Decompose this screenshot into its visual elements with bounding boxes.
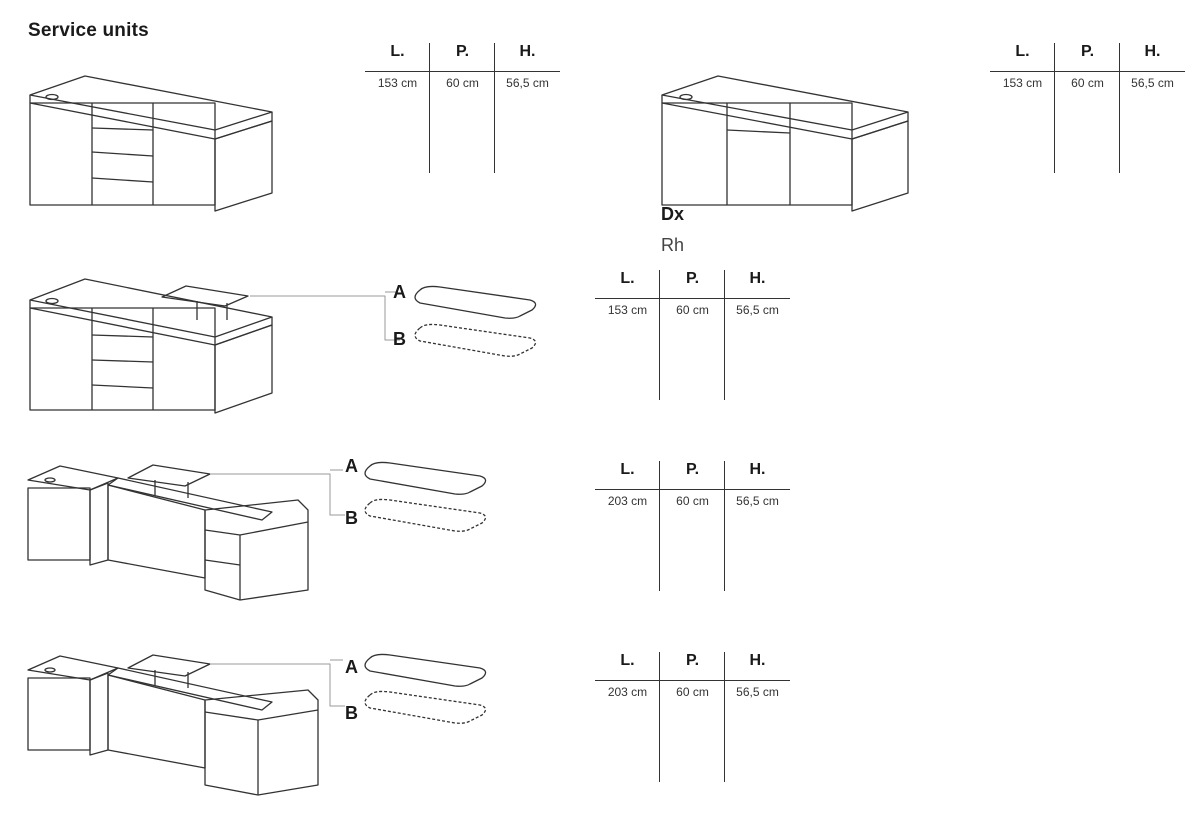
divider xyxy=(724,461,725,591)
height-header: H. xyxy=(1144,43,1161,60)
divider xyxy=(659,461,660,591)
length-value: 153 cm xyxy=(1002,76,1043,90)
length-header: L. xyxy=(1015,43,1030,60)
divider xyxy=(659,652,660,782)
depth-header: P. xyxy=(685,270,700,287)
height-header: H. xyxy=(749,652,766,669)
height-value: 56,5 cm xyxy=(736,685,779,699)
dimensions-table-2: L. P. H. 153 cm 60 cm 56,5 cm xyxy=(990,43,1185,173)
height-value: 56,5 cm xyxy=(1131,76,1174,90)
height-header: H. xyxy=(519,43,536,60)
option-a-label: A xyxy=(393,282,406,302)
depth-value: 60 cm xyxy=(1071,76,1104,90)
divider xyxy=(595,298,790,299)
length-header: L. xyxy=(390,43,405,60)
length-header: L. xyxy=(620,461,635,478)
divider xyxy=(659,270,660,400)
option-b-label: B xyxy=(345,508,358,528)
length-value: 203 cm xyxy=(607,685,648,699)
divider xyxy=(990,71,1185,72)
option-b-label: B xyxy=(345,703,358,723)
divider xyxy=(365,71,560,72)
option-a-label: A xyxy=(345,456,358,476)
divider xyxy=(724,652,725,782)
length-value: 153 cm xyxy=(607,303,648,317)
depth-value: 60 cm xyxy=(676,494,709,508)
desk-drawing-4 xyxy=(27,461,487,601)
option-a-label: A xyxy=(345,657,358,677)
divider xyxy=(1119,43,1120,173)
rh-label: Rh xyxy=(661,235,685,255)
depth-header: P. xyxy=(685,652,700,669)
depth-header: P. xyxy=(1080,43,1095,60)
length-header: L. xyxy=(620,652,635,669)
length-value: 153 cm xyxy=(377,76,418,90)
dimensions-table-5: L. P. H. 203 cm 60 cm 56,5 cm xyxy=(595,652,790,782)
height-header: H. xyxy=(749,270,766,287)
page-title: Service units xyxy=(28,20,149,41)
depth-value: 60 cm xyxy=(676,685,709,699)
divider xyxy=(1054,43,1055,173)
height-value: 56,5 cm xyxy=(736,303,779,317)
divider xyxy=(595,680,790,681)
dimensions-table-4: L. P. H. 203 cm 60 cm 56,5 cm xyxy=(595,461,790,591)
depth-header: P. xyxy=(455,43,470,60)
divider xyxy=(724,270,725,400)
depth-value: 60 cm xyxy=(446,76,479,90)
divider xyxy=(494,43,495,173)
depth-header: P. xyxy=(685,461,700,478)
length-value: 203 cm xyxy=(607,494,648,508)
divider xyxy=(429,43,430,173)
sideboard-drawing-1 xyxy=(29,75,273,212)
dx-label: Dx xyxy=(661,204,685,224)
height-header: H. xyxy=(749,461,766,478)
sideboard-drawing-2 xyxy=(661,75,909,212)
desk-drawing-5 xyxy=(27,653,487,796)
divider xyxy=(595,489,790,490)
option-b-label: B xyxy=(393,329,406,349)
height-value: 56,5 cm xyxy=(736,494,779,508)
length-header: L. xyxy=(620,270,635,287)
dimensions-table-3: L. P. H. 153 cm 60 cm 56,5 cm xyxy=(595,270,790,400)
depth-value: 60 cm xyxy=(676,303,709,317)
sideboard-drawing-3 xyxy=(29,278,537,414)
dimensions-table-1: L. P. H. 153 cm 60 cm 56,5 cm xyxy=(365,43,560,173)
height-value: 56,5 cm xyxy=(506,76,549,90)
